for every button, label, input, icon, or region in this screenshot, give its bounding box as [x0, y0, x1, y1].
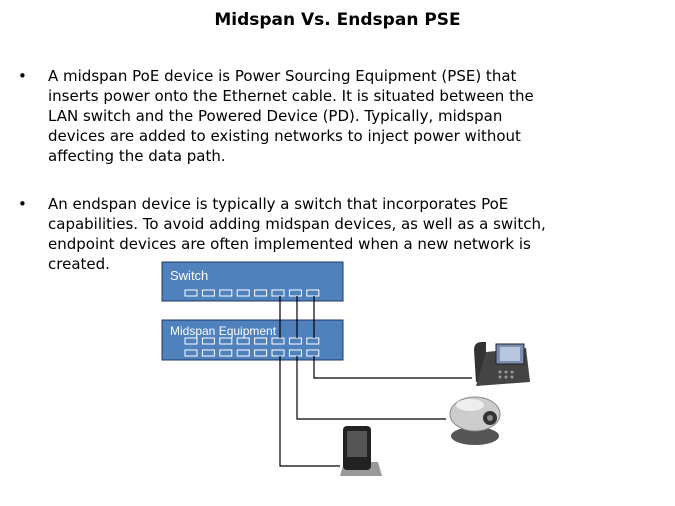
- ethernet-port: [236, 337, 250, 345]
- ethernet-port: [184, 337, 198, 345]
- cable-to-pda: [279, 356, 340, 467]
- ethernet-port: [201, 289, 215, 297]
- ethernet-port: [219, 337, 233, 345]
- ethernet-port: [271, 349, 285, 357]
- midspan-ports: [184, 337, 320, 357]
- cables: [279, 296, 472, 467]
- ethernet-port: [219, 349, 233, 357]
- ethernet-port: [271, 337, 285, 345]
- ethernet-port: [201, 349, 215, 357]
- ethernet-port: [271, 289, 285, 297]
- bullet-icon: •: [18, 195, 27, 213]
- bullet-line: An endspan device is typically a switch …: [48, 195, 509, 213]
- ethernet-port: [201, 337, 215, 345]
- ethernet-port: [288, 337, 302, 345]
- midspan-box: Midspan Equipment: [161, 319, 344, 361]
- ethernet-port: [236, 289, 250, 297]
- ethernet-port: [306, 349, 320, 357]
- network-camera-icon: [449, 396, 501, 445]
- cable-to-camera: [296, 356, 446, 420]
- bullet-line: endpoint devices are often implemented w…: [48, 235, 531, 253]
- ethernet-port: [254, 337, 268, 345]
- ethernet-port: [184, 349, 198, 357]
- bullet-endspan: • An endspan device is typically a switc…: [18, 194, 668, 274]
- bullet-line: capabilities. To avoid adding midspan de…: [48, 215, 546, 233]
- switch-ports: [184, 289, 320, 297]
- ethernet-port: [288, 289, 302, 297]
- bullet-midspan: • A midspan PoE device is Power Sourcing…: [18, 66, 668, 166]
- ethernet-port: [236, 349, 250, 357]
- switch-label: Switch: [170, 268, 208, 283]
- ethernet-port: [184, 289, 198, 297]
- ethernet-port: [254, 289, 268, 297]
- ethernet-port: [219, 289, 233, 297]
- bullet-line: devices are added to existing networks t…: [48, 127, 521, 145]
- bullet-icon: •: [18, 67, 27, 85]
- ethernet-port: [306, 289, 320, 297]
- bullet-line: A midspan PoE device is Power Sourcing E…: [48, 67, 517, 85]
- ip-phone-icon: [474, 342, 530, 386]
- ethernet-port: [306, 337, 320, 345]
- bullet-line: inserts power onto the Ethernet cable. I…: [48, 87, 534, 105]
- bullet-line: created.: [48, 255, 110, 273]
- cable-to-phone: [313, 356, 472, 379]
- ethernet-port: [288, 349, 302, 357]
- midspan-label: Midspan Equipment: [170, 324, 277, 338]
- switch-box: Switch: [161, 261, 344, 302]
- pda-handheld-icon: [340, 426, 382, 476]
- ethernet-port: [254, 349, 268, 357]
- slide-title: Midspan Vs. Endspan PSE: [214, 10, 461, 30]
- bullet-line: affecting the data path.: [48, 147, 226, 165]
- bullet-line: LAN switch and the Powered Device (PD). …: [48, 107, 503, 125]
